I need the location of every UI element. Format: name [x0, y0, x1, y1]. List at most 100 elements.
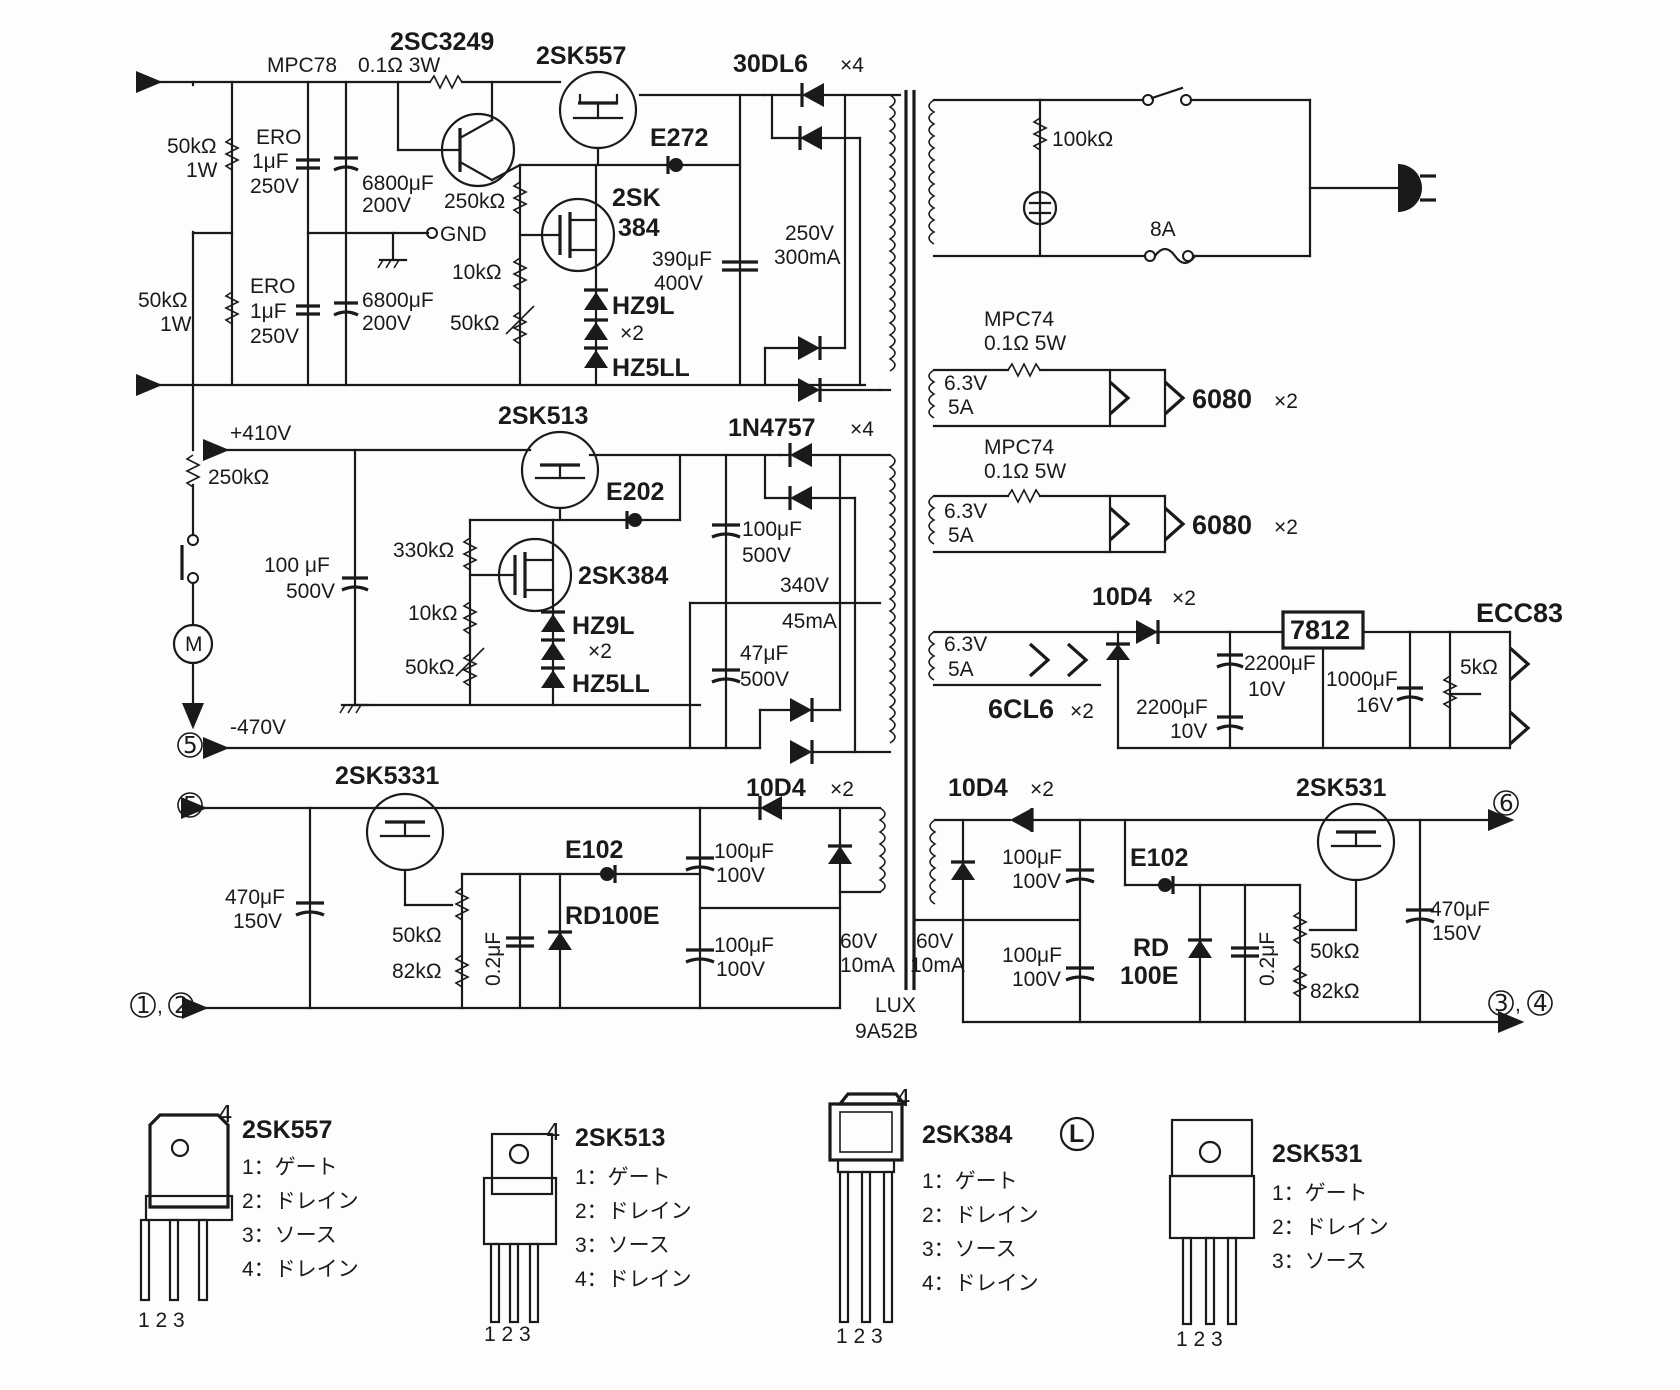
pkg1-pin2: 2：ドレイン — [242, 1190, 359, 1213]
label-6080-b: 6080 — [1192, 510, 1252, 540]
label-zx2-mid: ×2 — [588, 640, 612, 663]
label-mpc74-b: MPC74 — [984, 436, 1054, 459]
label-9a52b: 9A52B — [855, 1020, 918, 1043]
label-2sk513: 2SK513 — [498, 402, 588, 430]
label-2200-a: 2200μF — [1244, 652, 1316, 675]
pkg2-pin1: 1：ゲート — [575, 1166, 671, 1189]
label-2200-b-v: 10V — [1170, 720, 1207, 743]
label-c5v: 400V — [654, 272, 703, 295]
neon-lamp — [1022, 190, 1058, 226]
pkg1-name: 2SK557 — [242, 1116, 332, 1144]
pkg4-pin1: 1：ゲート — [1272, 1182, 1368, 1205]
pkg2-tab-pin: 4 — [546, 1120, 561, 1146]
label-82k-right: 82kΩ — [1310, 980, 1360, 1003]
pkg1-tab-pin: 4 — [218, 1102, 233, 1128]
label-60v-right: 60V — [916, 930, 953, 953]
label-v-ecc: 6.3V — [944, 633, 987, 656]
label-a-ecc: 5A — [948, 658, 974, 681]
label-e272: E272 — [650, 124, 708, 152]
label-mpc74-a: MPC74 — [984, 308, 1054, 331]
label-v-a: 6.3V — [944, 372, 987, 395]
label-340v: 340V — [780, 574, 829, 597]
label-470-right: 470μF — [1430, 898, 1490, 921]
package-2sk557: 4 1 2 3 2SK557 1：ゲート 2：ドレイン 3：ソース 4：ドレイン — [138, 1102, 359, 1332]
label-e102-right: E102 — [1130, 844, 1188, 872]
label-100e-right: 100E — [1120, 962, 1178, 990]
label-10d4-right-count: ×2 — [1030, 778, 1054, 801]
schematic-labels: MPC78 0.1Ω 3W 2SC3249 2SK557 30DL6 ×4 E2… — [130, 28, 1563, 1043]
label-2sk-b: 384 — [618, 214, 660, 242]
label-30dl6-count: ×4 — [840, 54, 864, 77]
label-1n4757: 1N4757 — [728, 414, 816, 442]
label-470v-left: 150V — [233, 910, 282, 933]
label-6080-a: 6080 — [1192, 384, 1252, 414]
label-r1w: 1W — [186, 159, 218, 182]
label-a-a: 5A — [948, 396, 974, 419]
label-sense-r: 0.1Ω 3W — [358, 54, 440, 77]
label-30dl6: 30DL6 — [733, 50, 808, 78]
pkg3-pin2: 2：ドレイン — [922, 1204, 1039, 1227]
label-c2v: 200V — [362, 194, 411, 217]
label-vr50-right: 50kΩ — [1310, 940, 1360, 963]
label-c5: 390μF — [652, 248, 712, 271]
label-410v: +410V — [230, 422, 291, 445]
label-1n4757-count: ×4 — [850, 418, 874, 441]
label-5k: 5kΩ — [1460, 656, 1498, 679]
label-6080-a-count: ×2 — [1274, 390, 1298, 413]
label-82k-left: 82kΩ — [392, 960, 442, 983]
label-c1-mid: 100 μF — [264, 554, 330, 577]
label-c2v-mid: 500V — [742, 544, 791, 567]
pkg4-pin3: 3：ソース — [1272, 1250, 1367, 1273]
label-rd100e: RD100E — [565, 902, 660, 930]
label-10d4-ecc: 10D4 — [1092, 583, 1152, 611]
label-vr50-left: 50kΩ — [392, 924, 442, 947]
pkg1-pin3: 3：ソース — [242, 1224, 337, 1247]
label-a-b: 5A — [948, 524, 974, 547]
label-ecc83: ECC83 — [1476, 598, 1563, 628]
pkg3-name: 2SK384 — [922, 1121, 1012, 1149]
node-5-mid: 5 — [183, 733, 198, 759]
label-10ma-right: 10mA — [910, 954, 965, 977]
label-hz9l: HZ9L — [612, 292, 675, 320]
label-c1: 1μF — [252, 150, 289, 173]
bias-supply-left — [181, 792, 886, 1019]
label-10d4-right: 10D4 — [948, 774, 1008, 802]
label-100v-left-b: 100V — [716, 958, 765, 981]
label-c3-mid: 47μF — [740, 642, 788, 665]
label-c3v: 250V — [250, 325, 299, 348]
pkg2-name: 2SK513 — [575, 1124, 665, 1152]
label-ero1: ERO — [256, 126, 302, 149]
top-regulated-supply — [136, 70, 902, 402]
label-2sk-a: 2SK — [612, 184, 661, 212]
label-gnd: GND — [440, 223, 487, 246]
label-2sk5331: 2SK5331 — [335, 762, 439, 790]
resistor-50k-bottom — [224, 291, 240, 325]
pkg3-pin4: 4：ドレイン — [922, 1272, 1039, 1295]
pkg3-tab-pin: 4 — [896, 1086, 911, 1112]
pkg4-name: 2SK531 — [1272, 1140, 1362, 1168]
label-100-left-a: 100μF — [714, 840, 774, 863]
pkg4-leg-numbers: 1 2 3 — [1176, 1328, 1223, 1351]
pkg2-pin4: 4：ドレイン — [575, 1268, 692, 1291]
label-100-left-b: 100μF — [714, 934, 774, 957]
label-r10: 10kΩ — [452, 261, 502, 284]
label-vr50-mid: 50kΩ — [405, 656, 455, 679]
plug-icon — [1398, 164, 1422, 212]
pkg1-pin4: 4：ドレイン — [242, 1258, 359, 1281]
label-100v-right-a: 100V — [1012, 870, 1061, 893]
package-2sk513: 4 1 2 3 2SK513 1：ゲート 2：ドレイン 3：ソース 4：ドレイン — [482, 1120, 692, 1346]
label-2200-b: 2200μF — [1136, 696, 1208, 719]
label-2sc3249: 2SC3249 — [390, 28, 494, 56]
label-1000-v: 16V — [1356, 694, 1393, 717]
mosfet-2sk531 — [1316, 802, 1396, 882]
label-hz5ll: HZ5LL — [612, 354, 690, 382]
label-45ma: 45mA — [782, 610, 837, 633]
resistor-50k-top — [224, 137, 240, 171]
label-c2: 6800μF — [362, 172, 434, 195]
node-6: 6 — [1499, 791, 1514, 817]
label-r330: 330kΩ — [393, 539, 454, 562]
label-r10-mid: 10kΩ — [408, 602, 458, 625]
pkg2-pin3: 3：ソース — [575, 1234, 670, 1257]
label-sec-v: 250V — [785, 222, 834, 245]
label-r-a: 0.1Ω 5W — [984, 332, 1066, 355]
